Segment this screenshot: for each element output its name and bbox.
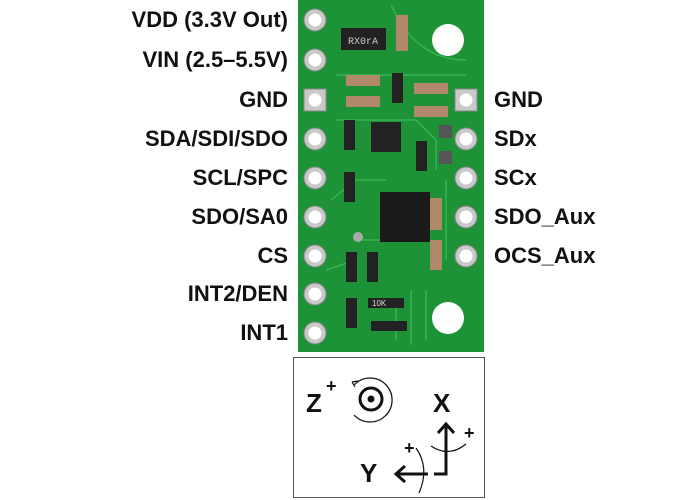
mounting-hole — [432, 302, 464, 334]
z-axis-icon — [351, 377, 393, 423]
pin-hole — [459, 132, 473, 146]
pin-hole — [308, 132, 322, 146]
pin-hole — [308, 210, 322, 224]
pin-label-gnd: GND — [239, 87, 288, 112]
pin-label-int2: INT2/DEN — [187, 281, 288, 306]
via — [353, 232, 363, 242]
pin-hole — [459, 93, 473, 107]
axis-y-plus: + — [404, 438, 415, 458]
pcb-board: RX0rA 10K — [298, 0, 484, 352]
pin-hole — [459, 249, 473, 263]
pin-hole — [308, 53, 322, 67]
capacitor — [430, 198, 442, 230]
pin-hole — [308, 326, 322, 340]
x-rotation-arrow — [430, 443, 467, 453]
pin-hole — [459, 171, 473, 185]
pin-hole — [459, 210, 473, 224]
pin-label-ocs-aux: OCS_Aux — [494, 243, 596, 268]
pin-label-gnd-right: GND — [494, 87, 543, 112]
capacitor — [396, 15, 408, 51]
resistors — [344, 73, 427, 331]
pin-label-sdx: SDx — [494, 126, 537, 151]
axis-x-label: X — [433, 388, 451, 418]
pin-hole — [308, 171, 322, 185]
regulator-marking: RX0rA — [348, 37, 378, 48]
xy-axis-icon — [393, 421, 456, 484]
capacitor — [430, 240, 442, 270]
mounting-hole — [432, 24, 464, 56]
level-shifter-chip — [371, 122, 401, 152]
pin-label-sdo-aux: SDO_Aux — [494, 204, 596, 229]
pin-label-sda: SDA/SDI/SDO — [144, 126, 288, 151]
pin-label-scx: SCx — [494, 165, 537, 190]
pin-label-vdd: VDD (3.3V Out) — [131, 7, 288, 32]
y-rotation-arrow — [415, 447, 425, 494]
imu-sensor-chip — [380, 192, 430, 242]
axis-z-plus: + — [326, 376, 337, 396]
capacitor — [346, 75, 380, 86]
capacitor — [346, 96, 380, 107]
axis-orientation-legend: Z + X + Y + — [293, 357, 485, 498]
pin-hole — [308, 249, 322, 263]
pin-label-sdo: SDO/SA0 — [191, 204, 288, 229]
axis-x-plus: + — [464, 423, 475, 443]
voltage-regulator — [341, 28, 386, 50]
pin-hole — [308, 13, 322, 27]
pin-label-cs: CS — [257, 243, 288, 268]
capacitor — [414, 83, 448, 94]
capacitor — [414, 106, 448, 117]
pad — [439, 125, 452, 138]
pin-hole — [308, 287, 322, 301]
pin-label-int1: INT1 — [240, 320, 288, 345]
axis-y-label: Y — [360, 458, 378, 488]
pad — [439, 151, 452, 164]
resistor-marking: 10K — [372, 299, 387, 308]
pin-label-scl: SCL/SPC — [192, 165, 288, 190]
pin-label-vin: VIN (2.5–5.5V) — [142, 47, 288, 72]
axis-arrows — [351, 377, 467, 494]
pin-hole — [308, 93, 322, 107]
axis-z-label: Z — [306, 388, 322, 418]
